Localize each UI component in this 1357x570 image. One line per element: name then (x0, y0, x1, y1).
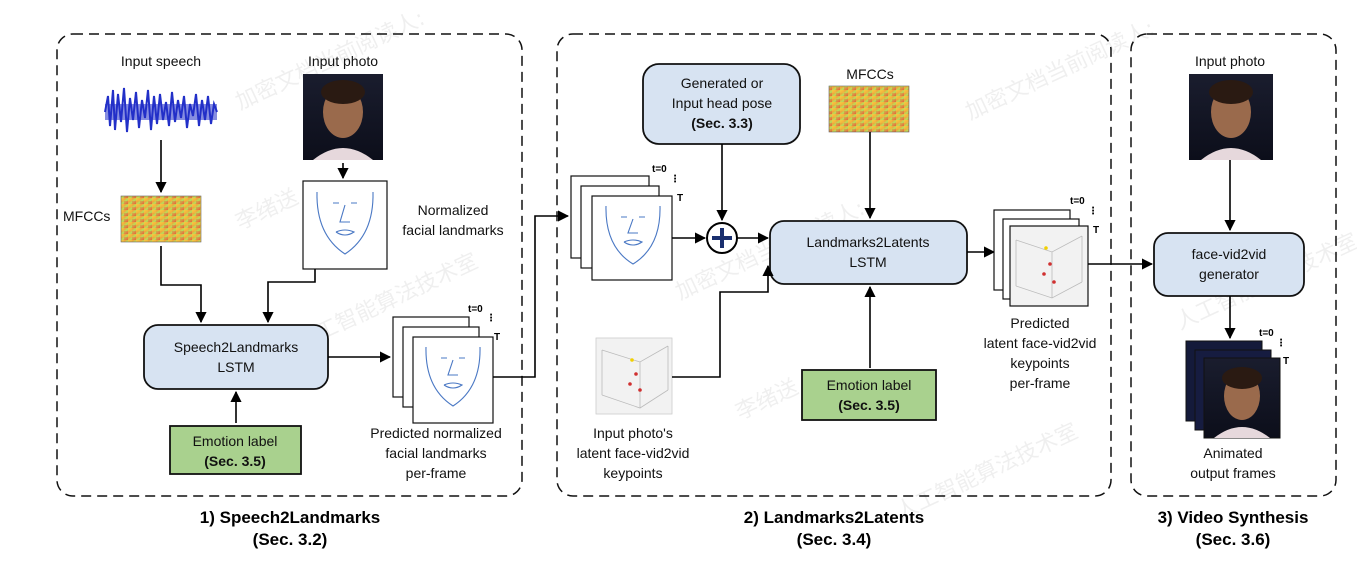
normalized-landmarks-label-line1: Normalized (418, 202, 489, 218)
svg-text:generator: generator (1199, 266, 1259, 282)
panel1-caption-line1: 1) Speech2Landmarks (200, 508, 380, 527)
speech-waveform (104, 87, 218, 133)
animated-output-ellipsis: ⋮ (1276, 338, 1286, 349)
input-keypoints-label-line3: keypoints (603, 465, 662, 481)
landmarks-input-stack (570, 175, 673, 281)
predicted-landmarks-ellipsis: ⋮ (486, 313, 496, 324)
panel3-caption-line1: 3) Video Synthesis (1158, 508, 1309, 527)
mfcc-spectrogram-2 (828, 85, 910, 133)
landmarks-input-t0: t=0 (652, 164, 667, 175)
svg-text:(Sec. 3.5): (Sec. 3.5) (204, 453, 265, 469)
predicted-keypoints-T: T (1093, 225, 1099, 236)
svg-text:李绪送: 李绪送 (732, 375, 802, 426)
predicted-landmarks-label-line2: facial landmarks (385, 445, 486, 461)
svg-text:(Sec. 3.5): (Sec. 3.5) (838, 397, 899, 413)
animated-output-stack (1185, 340, 1281, 439)
panel-landmarks2latents (556, 33, 1112, 497)
landmarks2latents-lstm-box: Landmarks2Latents LSTM (769, 220, 968, 285)
mfccs-label-1: MFCCs (63, 208, 110, 224)
animated-output-t0: t=0 (1259, 328, 1274, 339)
input-photo-label-3: Input photo (1195, 53, 1265, 69)
predicted-landmarks-T: T (494, 332, 500, 343)
predicted-keypoints-label-line2: latent face-vid2vid (984, 335, 1097, 351)
svg-text:加密文档当前阅读人:: 加密文档当前阅读人: (962, 16, 1159, 125)
emotion-label-box-2: Emotion label (Sec. 3.5) (801, 369, 937, 421)
animated-output-T: T (1283, 356, 1289, 367)
svg-text:LSTM: LSTM (217, 359, 254, 375)
mfccs-label-2: MFCCs (846, 66, 893, 82)
face-vid2vid-generator-box: face-vid2vid generator (1153, 232, 1305, 297)
svg-text:LSTM: LSTM (849, 254, 886, 270)
predicted-keypoints-label-line3: keypoints (1010, 355, 1069, 371)
svg-text:Generated or: Generated or (681, 75, 764, 91)
animated-output-label-line1: Animated (1203, 445, 1262, 461)
panel-speech2landmarks (56, 33, 523, 497)
svg-text:Emotion label: Emotion label (827, 377, 912, 393)
svg-text:Landmarks2Latents: Landmarks2Latents (807, 234, 930, 250)
input-speech-label: Input speech (121, 53, 201, 69)
predicted-keypoints-ellipsis: ⋮ (1088, 206, 1098, 217)
mfcc-spectrogram-1 (120, 195, 202, 243)
emotion-label-box-1: Emotion label (Sec. 3.5) (169, 425, 302, 475)
input-photo-3 (1189, 74, 1273, 160)
predicted-landmarks-label-line1: Predicted normalized (370, 425, 502, 441)
head-pose-box: Generated or Input head pose (Sec. 3.3) (642, 63, 801, 145)
speech2landmarks-lstm-box: Speech2Landmarks LSTM (143, 324, 329, 390)
normalized-landmarks-frame (302, 180, 388, 270)
predicted-landmarks-stack (392, 316, 494, 424)
panel3-caption-line2: (Sec. 3.6) (1196, 530, 1271, 549)
normalized-landmarks-label-line2: facial landmarks (402, 222, 503, 238)
svg-text:Speech2Landmarks: Speech2Landmarks (174, 339, 299, 355)
panel-video-synthesis (1130, 33, 1337, 497)
input-photo-label-1: Input photo (308, 53, 378, 69)
svg-text:(Sec. 3.3): (Sec. 3.3) (691, 115, 752, 131)
panel2-caption-line1: 2) Landmarks2Latents (744, 508, 924, 527)
landmarks-input-T: T (677, 193, 683, 204)
input-photo-1 (303, 74, 383, 160)
input-keypoints-label-line2: latent face-vid2vid (577, 445, 690, 461)
predicted-landmarks-t0: t=0 (468, 304, 483, 315)
predicted-keypoints-t0: t=0 (1070, 196, 1085, 207)
landmarks-input-ellipsis: ⋮ (670, 174, 680, 185)
input-keypoints-label-line1: Input photo's (593, 425, 673, 441)
predicted-keypoints-label-line1: Predicted (1010, 315, 1069, 331)
predicted-keypoints-label-line4: per-frame (1010, 375, 1071, 391)
panel2-caption-line2: (Sec. 3.4) (797, 530, 872, 549)
animated-output-label-line2: output frames (1190, 465, 1276, 481)
panel1-caption-line2: (Sec. 3.2) (253, 530, 328, 549)
svg-text:李绪送: 李绪送 (232, 185, 302, 236)
add-operator-icon (706, 222, 738, 254)
input-keypoints-plot (595, 337, 673, 415)
svg-text:face-vid2vid: face-vid2vid (1192, 246, 1267, 262)
svg-text:Emotion label: Emotion label (193, 433, 278, 449)
predicted-landmarks-label-line3: per-frame (406, 465, 467, 481)
svg-text:Input head pose: Input head pose (672, 95, 773, 111)
predicted-keypoints-stack (993, 209, 1089, 307)
